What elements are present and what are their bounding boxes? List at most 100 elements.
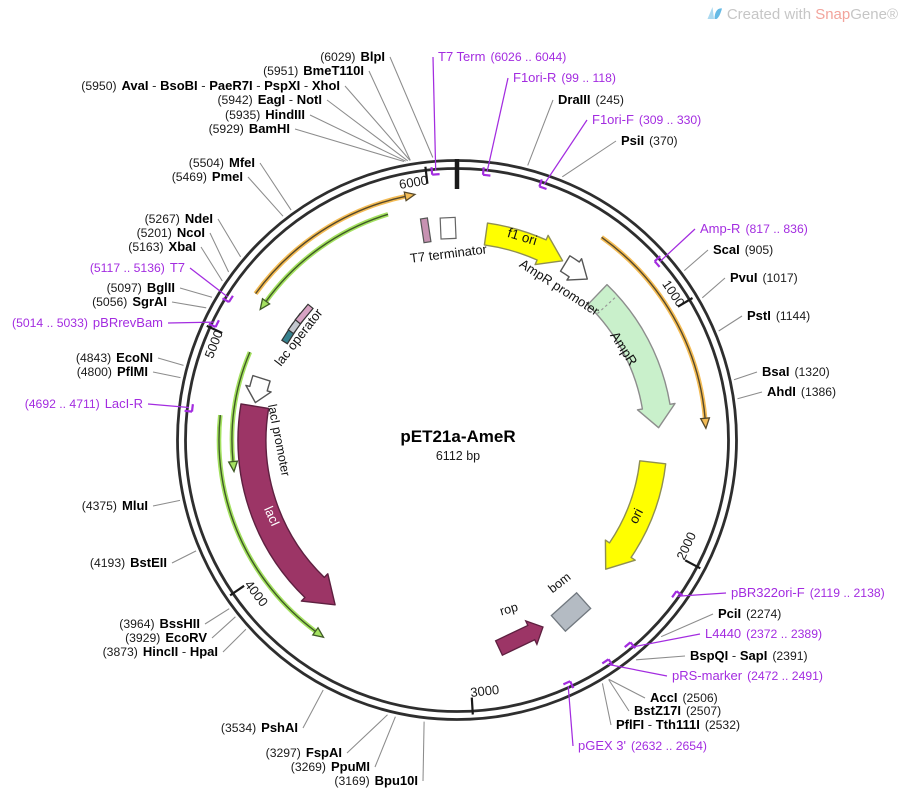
enzyme-label-psti: PstI(1144) [747,308,810,323]
callout-hincii-hpai [222,628,247,653]
feature-ampr [586,283,676,429]
callout-pshai [302,689,324,729]
feature-label-rop: rop [498,600,519,618]
enzyme-label-bsteii: (4193)BstEII [90,555,167,570]
callout-scai [683,249,709,271]
enzyme-label-mlui: (4375)MluI [82,498,148,513]
enzyme-label-ahdi: AhdI(1386) [767,384,836,399]
enzyme-label-pmei: (5469)PmeI [172,169,243,184]
enzyme-label-bmet110i: (5951)BmeT110I [263,63,364,78]
plasmid-size: 6112 bp [436,449,480,463]
tick-6000 [424,166,429,184]
callout-bspqi-sapi [636,655,686,661]
callout-mlui [152,499,181,507]
callout-bsshii [204,608,230,625]
enzyme-label-pflfi-tth111i: PflFI - Tth111I(2532) [616,717,740,732]
watermark-text: Created with SnapGene® [726,5,898,23]
primer-mark-pbr322ori-f [671,590,684,598]
callout-pmei [247,176,284,217]
callout-bamhi [294,128,405,163]
feature-ampr-promoter [559,255,588,281]
tick-label-3000: 3000 [470,682,500,700]
enzyme-label-bamhi: (5929)BamHI [209,121,290,136]
orf-orange-topleft [253,191,417,295]
enzyme-label-xbai: (5163)XbaI [128,239,196,254]
enzyme-label-draiii: DraIII(245) [558,92,624,107]
watermark-snap: Snap [815,5,851,23]
plasmid-name: pET21a-AmeR [400,427,515,446]
callout-fspai [346,714,388,754]
orf-orange-right-arrowhead [699,417,711,430]
callout-bglii [179,287,213,298]
primer-label-pgex-3: pGEX 3'(2632 .. 2654) [578,738,707,753]
feature-bom [550,591,592,633]
feature-label-ori: ori [626,506,646,526]
primer-label-f1ori-f: F1ori-F(309 .. 330) [592,112,701,127]
callout-pvui [701,277,726,299]
callout-ncoi [209,232,230,273]
tick-5000 [206,324,223,334]
callout-avai-bsobi-paer7i-pspxi-xhoi [344,85,411,161]
enzyme-label-eagi-noti: (5942)EagI - NotI [217,92,322,107]
enzyme-label-avai-bsobi-paer7i-pspxi-xhoi: (5950)AvaI - BsoBI - PaeR7I - PspXI - Xh… [81,78,340,93]
callout-amp-r [659,228,696,263]
snapgene-watermark: Created with SnapGene® [705,4,898,24]
callout-pflmi [152,371,181,379]
enzyme-label-bstz17i: BstZ17I(2507) [634,703,721,718]
enzyme-label-pcii: PciI(2274) [718,606,781,621]
callout-acci [608,678,646,699]
primer-mark-pbrrevbam [208,319,220,328]
primer-label-l4440: L4440(2372 .. 2389) [705,626,822,641]
primer-label-prs-marker: pRS-marker(2472 .. 2491) [672,668,823,683]
orf-orange-topleft-arrowhead [403,191,417,202]
enzyme-label-bsshii: (3964)BssHII [119,616,200,631]
callout-pbr322ori-f [677,592,727,597]
feature-f1-ori [483,222,564,266]
callout-sgrai [171,301,207,309]
feature-laci-promoter [245,374,272,404]
enzyme-label-pshai: (3534)PshAI [221,720,298,735]
enzyme-label-ncoi: (5201)NcoI [137,225,205,240]
enzyme-label-mfei: (5504)MfeI [189,155,255,170]
lac-operator-bar-pink [294,303,314,325]
callout-laci-r [147,403,190,409]
primer-label-t7-term: T7 Term(6026 .. 6044) [438,49,566,64]
callout-xbai [200,246,223,282]
enzyme-label-hindiii: (5935)HindIII [225,107,305,122]
enzyme-label-ndei: (5267)NdeI [145,211,213,226]
enzyme-label-bspqi-sapi: BspQI - SapI(2391) [690,648,808,663]
callout-f1ori-f [543,119,588,185]
callout-mfei [259,162,292,211]
enzyme-label-bglii: (5097)BglII [107,280,175,295]
callout-psii [562,140,617,178]
orf-green-laci-arrowhead [311,626,325,639]
callout-ndei [217,218,242,258]
primer-label-pbrrevbam: (5014 .. 5033)pBRrevBam [12,315,163,330]
callout-bsteii [171,550,197,564]
t7-terminator-box [439,216,457,240]
callout-pflfi-tth111i [601,683,612,726]
primer-mark-amp-r [653,255,661,268]
callout-econi [157,357,184,366]
enzyme-label-bsai: BsaI(1320) [762,364,830,379]
primer-mark-prs-marker [601,658,614,667]
primer-label-pbr322ori-f: pBR322ori-F(2119 .. 2138) [731,585,885,600]
feature-laci [237,403,336,606]
enzyme-label-bpu10i: (3169)Bpu10I [334,773,418,788]
tick-2000 [684,559,701,570]
callout-pbrrevbam [167,321,215,324]
enzyme-label-pflmi: (4800)PflMI [77,364,148,379]
callout-t7 [189,267,229,298]
primer-mark-laci-r [184,404,194,413]
tick-label-2000: 2000 [673,530,699,563]
callout-ppumi [374,716,396,768]
enzyme-label-econi: (4843)EcoNI [76,350,153,365]
orf-green-left [227,351,253,474]
enzyme-label-acci: AccI(2506) [650,690,718,705]
callout-t7-term [432,56,437,171]
tick-3000 [470,697,474,715]
tick-4000 [229,584,245,597]
plasmid-title: pET21a-AmeR 6112 bp [400,427,515,463]
enzyme-label-hincii-hpai: (3873)HincII - HpaI [103,644,218,659]
